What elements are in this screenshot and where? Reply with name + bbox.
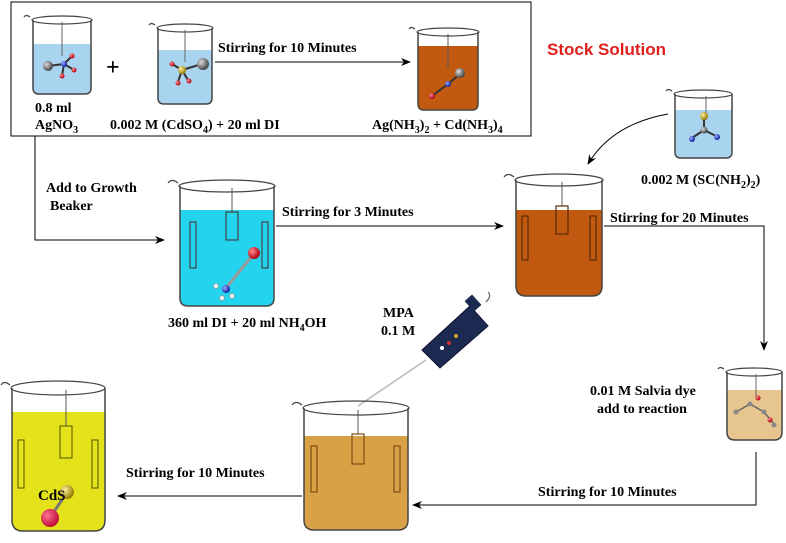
molecule-cdso4 bbox=[169, 58, 209, 86]
mpa-label: MPA bbox=[383, 306, 415, 321]
molecule-nh4oh bbox=[213, 247, 260, 301]
mpa-concentration-label: 0.1 M bbox=[381, 324, 415, 339]
step-stir-10-bottom-left: Stirring for 10 Minutes bbox=[126, 466, 265, 481]
pipette-icon bbox=[357, 291, 491, 407]
arrow-stir-10-bottom-right bbox=[412, 452, 757, 509]
beaker-cds bbox=[0, 380, 106, 532]
stock-solution-box bbox=[10, 1, 532, 137]
molecule-dye bbox=[733, 395, 777, 428]
arrow-stir-20 bbox=[604, 225, 768, 351]
agno3-label: AgNO3 bbox=[35, 118, 78, 136]
beaker-growth bbox=[167, 179, 276, 307]
growth-beaker-label: 360 ml DI + 20 ml NH4OH bbox=[168, 316, 327, 334]
molecule-complex bbox=[429, 68, 465, 99]
beaker-orange bbox=[291, 400, 410, 531]
step-stir-20: Stirring for 20 Minutes bbox=[610, 211, 749, 226]
cdso4-label: 0.002 M (CdSO4) + 20 ml DI bbox=[110, 118, 280, 136]
step-stir-10-bottom-right: Stirring for 10 Minutes bbox=[538, 485, 677, 500]
beaker-dye bbox=[717, 366, 783, 441]
beaker-agno3 bbox=[23, 14, 93, 95]
beaker-thiourea bbox=[665, 88, 733, 159]
complex-label: Ag(NH3)2 + Cd(NH3)4 bbox=[372, 118, 503, 136]
cds-label: CdS bbox=[38, 488, 66, 504]
thiourea-label: 0.002 M (SC(NH2)2) bbox=[641, 173, 761, 191]
step-stir-3: Stirring for 3 Minutes bbox=[282, 205, 414, 220]
agno3-amount-label: 0.8 ml bbox=[35, 101, 72, 116]
molecule-thiourea bbox=[689, 112, 720, 142]
stock-solution-title: Stock Solution bbox=[547, 40, 666, 59]
beaker-reaction bbox=[503, 173, 604, 297]
arrow-add-to-growth bbox=[34, 136, 165, 244]
growth-label-line1: Add to Growth bbox=[46, 181, 137, 196]
beaker-complex bbox=[408, 26, 480, 111]
molecule-agno3 bbox=[43, 53, 77, 79]
step-stir-10-top: Stirring for 10 Minutes bbox=[218, 41, 357, 56]
molecule-cds bbox=[41, 485, 74, 527]
growth-label-line2: Beaker bbox=[50, 199, 93, 214]
dye-label-line1: 0.01 M Salvia dye bbox=[590, 384, 696, 399]
plus-sign: + bbox=[106, 55, 120, 81]
arrow-thiourea-in bbox=[587, 113, 669, 165]
dye-label-line2: add to reaction bbox=[597, 402, 687, 417]
